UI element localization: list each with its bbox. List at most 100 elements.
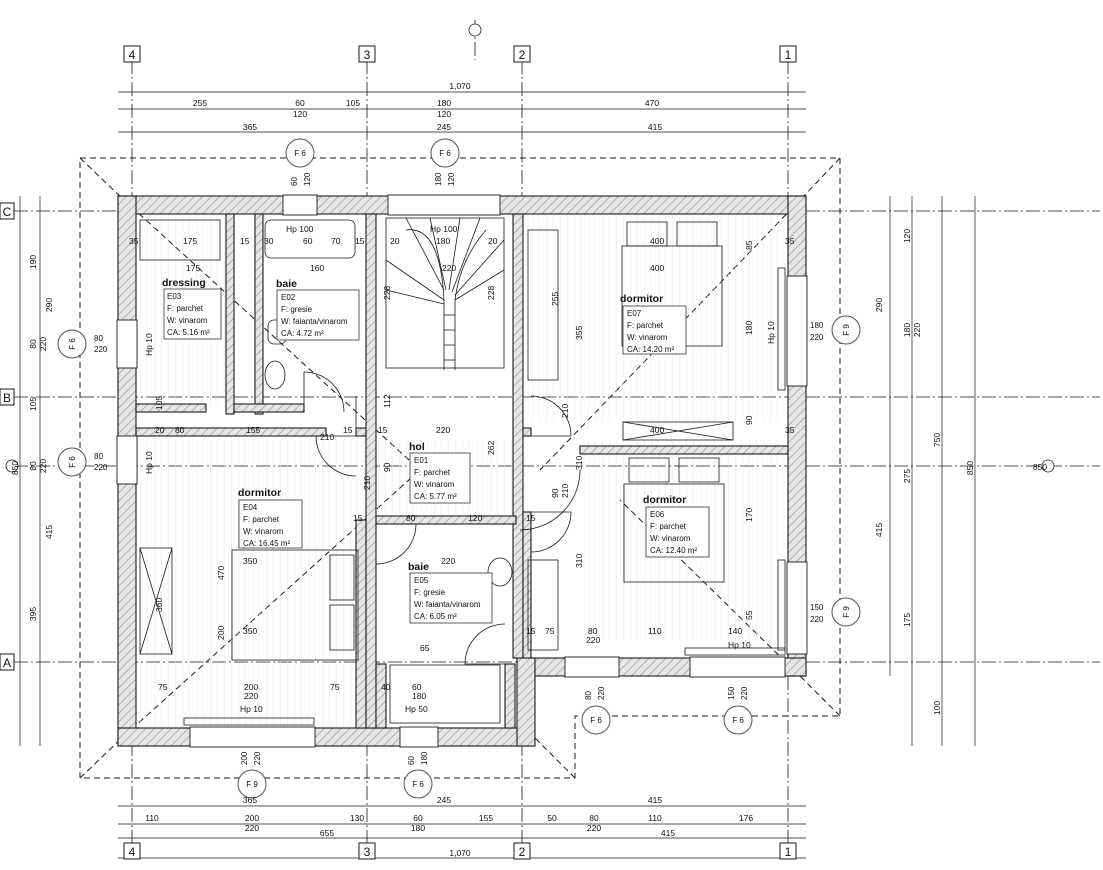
grid-markers: 4 3 2 1 4 3 2 1 C B A — [0, 45, 797, 860]
dimension-text: 245 — [437, 122, 451, 132]
svg-text:120: 120 — [447, 172, 456, 186]
room-floor: F: parchet — [627, 321, 664, 330]
dimension-text: 55 — [744, 610, 754, 620]
window-openings — [116, 194, 808, 748]
grid-label-bottom: 2 — [519, 845, 526, 859]
grid-label-bottom: 3 — [364, 845, 371, 859]
dimension-text: 180 — [744, 321, 754, 335]
room-walls: W: vinarom — [650, 534, 691, 543]
dimension-text: 30 — [264, 236, 274, 246]
dimension-text: 210 — [560, 484, 570, 498]
room-code: E06 — [650, 510, 665, 519]
dimension-text: 220 — [441, 556, 455, 566]
room-floor: F: gresie — [414, 588, 446, 597]
room-walls: W: faianta/vinarom — [414, 600, 481, 609]
dimension-text: 355 — [574, 326, 584, 340]
dimension-text: 200 — [244, 682, 258, 692]
dimension-text: 220 — [586, 635, 600, 645]
dimension-text: 80 — [28, 339, 38, 349]
dimension-text: 415 — [648, 795, 662, 805]
dimension-text: 180 — [412, 691, 426, 701]
dimension-overall: 1,070 — [449, 848, 471, 858]
dimension-text: 50 — [547, 813, 557, 823]
dimension-text: 110 — [648, 626, 662, 636]
sink — [264, 360, 286, 390]
dimension-text: 275 — [902, 469, 912, 483]
room-tag-bedroom-e06: dormitor E06 F: parchet W: vinarom CA: 1… — [643, 494, 710, 558]
hp-label: Hp 10 — [144, 333, 154, 356]
dimension-text: 415 — [44, 525, 54, 539]
dimension-text: 20 — [155, 425, 165, 435]
dimension-text: 210 — [560, 404, 570, 418]
section-marker-right — [1041, 459, 1055, 473]
svg-text:220: 220 — [253, 751, 262, 765]
hp-label: Hp 100 — [430, 224, 458, 234]
closet — [527, 229, 559, 381]
dimension-text: 220 — [244, 691, 258, 701]
dimension-text: 255 — [193, 98, 207, 108]
dimension-text: 75 — [158, 682, 168, 692]
furniture — [139, 219, 786, 726]
svg-text:F 9: F 9 — [842, 324, 851, 336]
room-name: dormitor — [620, 293, 663, 305]
dimensions-top: 1,070 255 60 105 180 470 120 120 365 245… — [193, 81, 662, 132]
dimension-text: 228 — [382, 286, 392, 300]
room-area: CA: 16.45 m² — [243, 539, 290, 548]
room-floor: F: parchet — [650, 522, 687, 531]
svg-text:220: 220 — [740, 686, 749, 700]
hp-label: Hp 10 — [728, 640, 751, 650]
dimension-text: 200 — [245, 813, 259, 823]
dimension-text: 470 — [216, 566, 226, 580]
dimension-text: 290 — [44, 298, 54, 312]
window-tag: F 9 180 220 — [810, 315, 861, 345]
dimension-text: 255 — [550, 292, 560, 306]
dimension-text: 180 — [436, 236, 450, 246]
dimension-text: 90 — [744, 415, 754, 425]
svg-text:F 9: F 9 — [246, 780, 258, 789]
dimension-text: 105 — [28, 397, 38, 411]
dimension-text: 15 — [353, 513, 363, 523]
room-tag-bath-upper: baie E02 F: gresie W: faianta/vinarom CA… — [276, 278, 360, 341]
room-code: E03 — [167, 292, 182, 301]
dimension-text: 655 — [320, 828, 334, 838]
dimension-text: 110 — [648, 813, 662, 823]
room-tag-hall: hol E01 F: parchet W: vinarom CA: 5.77 m… — [409, 441, 471, 504]
dimension-text: 220 — [436, 425, 450, 435]
room-walls: W: vinarom — [627, 333, 668, 342]
dimension-text: 415 — [661, 828, 675, 838]
room-walls: W: vinarom — [243, 527, 284, 536]
svg-text:80: 80 — [584, 691, 593, 700]
svg-text:180: 180 — [434, 172, 443, 186]
dimension-overall: 850 — [965, 461, 975, 475]
room-floor: F: gresie — [281, 305, 313, 314]
staircase — [385, 217, 505, 370]
svg-text:180: 180 — [420, 751, 429, 765]
room-name: baie — [276, 278, 297, 290]
section-markers — [5, 23, 1055, 473]
window-tag: F 9 150 220 — [810, 597, 861, 627]
level-marker: 850 — [1033, 462, 1047, 472]
dimension-text: 20 — [488, 236, 498, 246]
window-tag: F 6 80 220 — [581, 686, 611, 735]
dimension-text: 15 — [240, 236, 250, 246]
grid-label-bottom: 4 — [129, 845, 136, 859]
room-code: E01 — [414, 456, 429, 465]
dimension-text: 100 — [932, 701, 942, 715]
hp-label: Hp 50 — [405, 704, 428, 714]
dimension-text: 365 — [243, 795, 257, 805]
dimension-text: 15 — [526, 513, 536, 523]
dimension-text: 85 — [744, 240, 754, 250]
dimension-text: 60 — [295, 98, 305, 108]
annotations: Hp 100 Hp 100 Hp 10 Hp 10 Hp 50 Hp 10 Hp… — [144, 224, 776, 714]
dimension-text: 155 — [479, 813, 493, 823]
dimension-text: 120 — [902, 229, 912, 243]
dimension-text: 262 — [486, 441, 496, 455]
dimension-text: 220 — [587, 823, 601, 833]
dimension-text: 400 — [650, 425, 664, 435]
dimension-overall: 1,070 — [449, 81, 471, 91]
svg-text:F 6: F 6 — [590, 716, 602, 725]
room-code: E04 — [243, 503, 258, 512]
dimension-text: 310 — [574, 554, 584, 568]
dimensions-right: 120 180 220 290 275 415 175 100 750 850 … — [874, 229, 1047, 715]
svg-text:60: 60 — [290, 177, 299, 186]
